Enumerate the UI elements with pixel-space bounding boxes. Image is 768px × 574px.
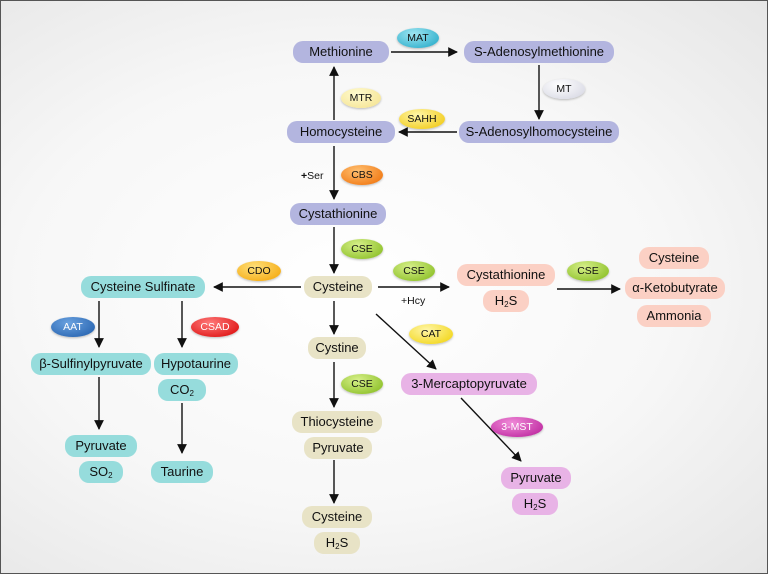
enzyme-cse-1: CSE (341, 239, 383, 259)
node-ammonia: Ammonia (637, 305, 711, 327)
enzyme-cdo: CDO (237, 261, 281, 281)
node-thiocysteine: Thiocysteine (292, 411, 382, 433)
node-cysteine-bottom: Cysteine (302, 506, 372, 528)
node-pyruvate-right: Pyruvate (501, 467, 571, 489)
node-methionine: Methionine (293, 41, 389, 63)
enzyme-cat: CAT (409, 324, 453, 344)
node-co2: CO2 (158, 379, 206, 401)
enzyme-cbs: CBS (341, 165, 383, 185)
enzyme-sahh: SAHH (399, 109, 445, 129)
condition-plus-hcy: +Hcy (401, 295, 426, 307)
enzyme-cse-2: CSE (393, 261, 435, 281)
node-beta-sulfinylpyruvate: β-Sulfinylpyruvate (31, 353, 151, 375)
node-3-mercaptopyruvate: 3-Mercaptopyruvate (401, 373, 537, 395)
node-pyruvate-left: Pyruvate (65, 435, 137, 457)
node-cysteine: Cysteine (304, 276, 372, 298)
enzyme-mtr: MTR (341, 88, 381, 108)
node-cystathionine: Cystathionine (290, 203, 386, 225)
node-cysteine-right: Cysteine (639, 247, 709, 269)
node-pyruvate-mid: Pyruvate (304, 437, 372, 459)
node-cystathionine-right: Cystathionine (457, 264, 555, 286)
node-alpha-ketobutyrate: α-Ketobutyrate (625, 277, 725, 299)
enzyme-3-mst: 3-MST (491, 417, 543, 437)
node-h2s-bottom: H2S (314, 532, 360, 554)
enzyme-csad: CSAD (191, 317, 239, 337)
node-taurine: Taurine (151, 461, 213, 483)
node-homocysteine: Homocysteine (287, 121, 395, 143)
enzyme-cse-4: CSE (341, 374, 383, 394)
node-s-adenosylhomocysteine: S-Adenosylhomocysteine (459, 121, 619, 143)
enzyme-aat: AAT (51, 317, 95, 337)
node-cysteine-sulfinate: Cysteine Sulfinate (81, 276, 205, 298)
node-h2s-right-bottom: H2S (512, 493, 558, 515)
node-s-adenosylmethionine: S-Adenosylmethionine (464, 41, 614, 63)
node-hypotaurine: Hypotaurine (154, 353, 238, 375)
node-h2s-right: H2S (483, 290, 529, 312)
condition-plus-ser: +Ser (301, 170, 324, 182)
node-so2: SO2 (79, 461, 123, 483)
node-cystine: Cystine (308, 337, 366, 359)
enzyme-mt: MT (543, 79, 585, 99)
enzyme-cse-3: CSE (567, 261, 609, 281)
enzyme-mat: MAT (397, 28, 439, 48)
arrow-cysteine-to-mercaptopyruvate (375, 313, 437, 370)
